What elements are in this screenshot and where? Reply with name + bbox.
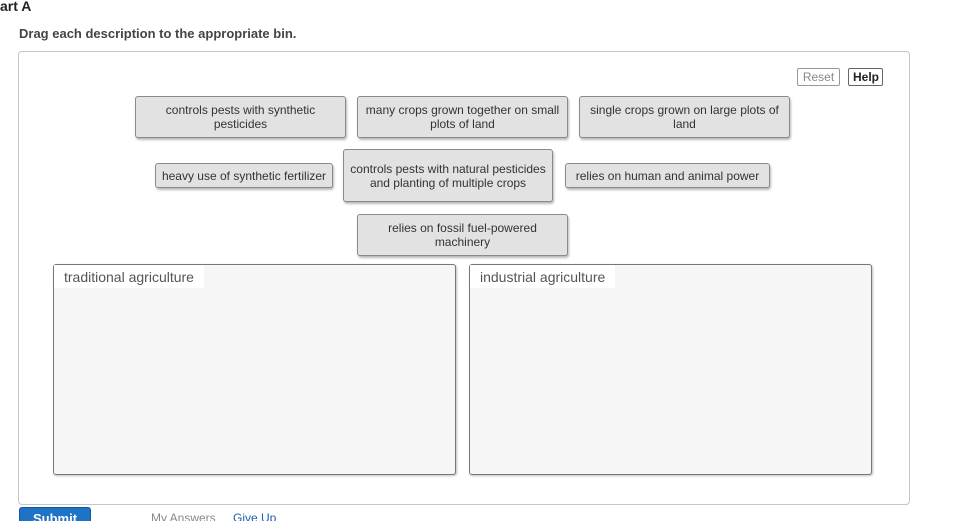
- draggable-card[interactable]: controls pests with natural pesticides a…: [343, 149, 553, 202]
- draggable-card[interactable]: relies on fossil fuel-powered machinery: [357, 214, 568, 256]
- draggable-card[interactable]: heavy use of synthetic fertilizer: [155, 163, 333, 188]
- draggable-card[interactable]: controls pests with synthetic pesticides: [135, 96, 346, 138]
- bin-label: traditional agriculture: [54, 265, 204, 288]
- bin-traditional-agriculture[interactable]: traditional agriculture: [53, 264, 456, 475]
- draggable-card[interactable]: single crops grown on large plots of lan…: [579, 96, 790, 138]
- instruction-text: Drag each description to the appropriate…: [19, 26, 297, 41]
- submit-button[interactable]: Submit: [19, 507, 91, 521]
- bin-industrial-agriculture[interactable]: industrial agriculture: [469, 264, 872, 475]
- part-title: art A: [0, 0, 32, 14]
- help-button[interactable]: Help: [848, 68, 883, 86]
- give-up-link[interactable]: Give Up: [233, 511, 277, 521]
- reset-button[interactable]: Reset: [797, 68, 840, 86]
- my-answers-link[interactable]: My Answers: [151, 511, 216, 521]
- draggable-card[interactable]: relies on human and animal power: [565, 163, 770, 188]
- bin-label: industrial agriculture: [470, 265, 616, 288]
- draggable-card[interactable]: many crops grown together on small plots…: [357, 96, 568, 138]
